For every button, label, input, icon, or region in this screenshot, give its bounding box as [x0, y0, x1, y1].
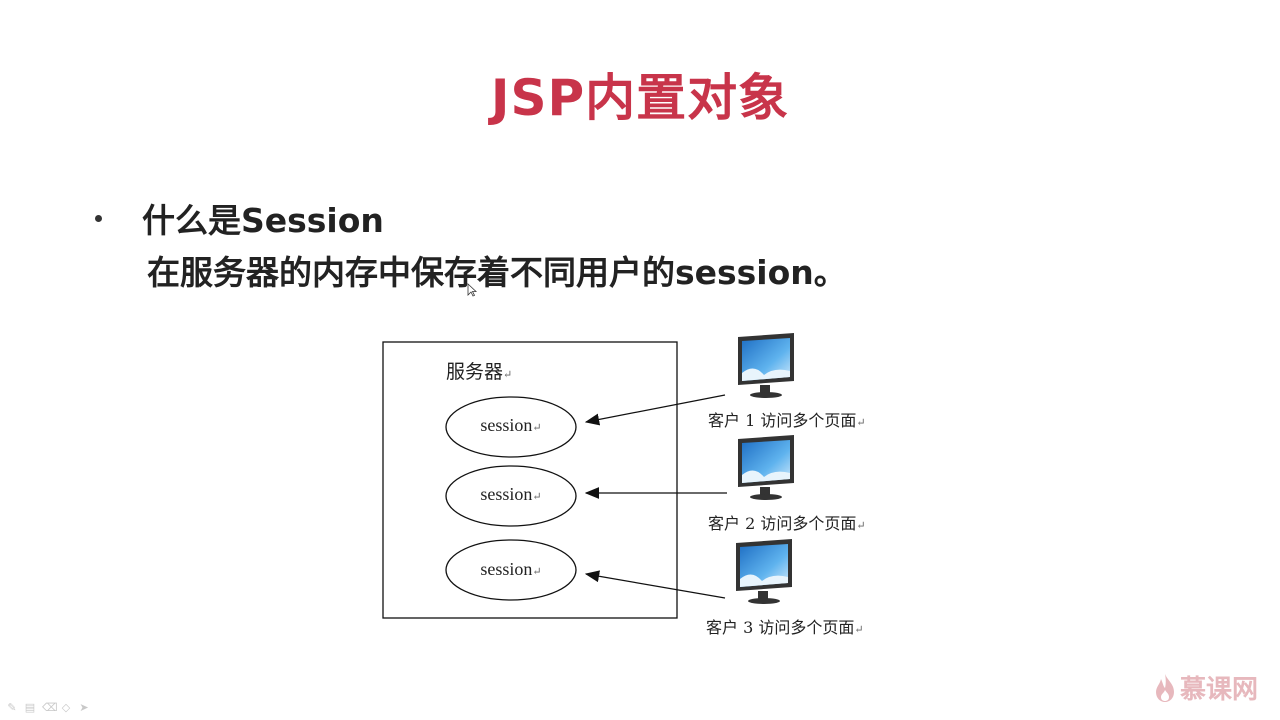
slides-icon[interactable]: ▤: [24, 701, 36, 714]
mouse-cursor-icon: [467, 283, 477, 297]
session-ellipse-2: [445, 465, 577, 527]
highlighter-icon[interactable]: ◇: [61, 701, 71, 714]
monitor-icon-3: [736, 539, 792, 604]
presentation-toolbar: ✎ ▤ ⌫ ◇ ➤: [6, 702, 90, 714]
bullet-item: 什么是Session: [95, 194, 384, 242]
monitor-icon-1: [738, 333, 794, 398]
session-label-1: session↵: [480, 415, 542, 435]
pen-icon[interactable]: ✎: [7, 701, 17, 714]
session-ellipse-1: [445, 396, 577, 458]
session-diagram: 服务器↵ session↵ session↵ session↵ 客户 1 访问多…: [370, 325, 910, 645]
diagram-graphics: [382, 333, 794, 619]
flame-icon: [1155, 673, 1174, 702]
session-ellipse-3: [445, 539, 577, 601]
monitor-icon-2: [738, 435, 794, 500]
session-label-3: session↵: [480, 559, 542, 579]
session-label-2: session↵: [480, 484, 542, 504]
bullet-subtext: 在服务器的内存中保存着不同用户的session。: [147, 253, 847, 292]
pointer-icon[interactable]: ➤: [79, 701, 89, 714]
eraser-icon[interactable]: ⌫: [42, 701, 58, 714]
slide-title: JSP内置对象: [490, 69, 790, 127]
imooc-logo: 慕课网: [1154, 669, 1258, 706]
server-label: 服务器↵: [446, 361, 513, 383]
bullet-dot-icon: [95, 214, 102, 222]
arrow-1: [584, 394, 726, 426]
client-label-1: 客户 1 访问多个页面↵: [708, 411, 866, 430]
bullet-text: 什么是Session: [142, 201, 384, 240]
server-box: [382, 341, 678, 619]
logo-text: 慕课网: [1179, 675, 1258, 705]
client-label-2: 客户 2 访问多个页面↵: [708, 514, 866, 533]
client-label-3: 客户 3 访问多个页面↵: [706, 618, 864, 637]
arrow-3: [584, 570, 726, 599]
